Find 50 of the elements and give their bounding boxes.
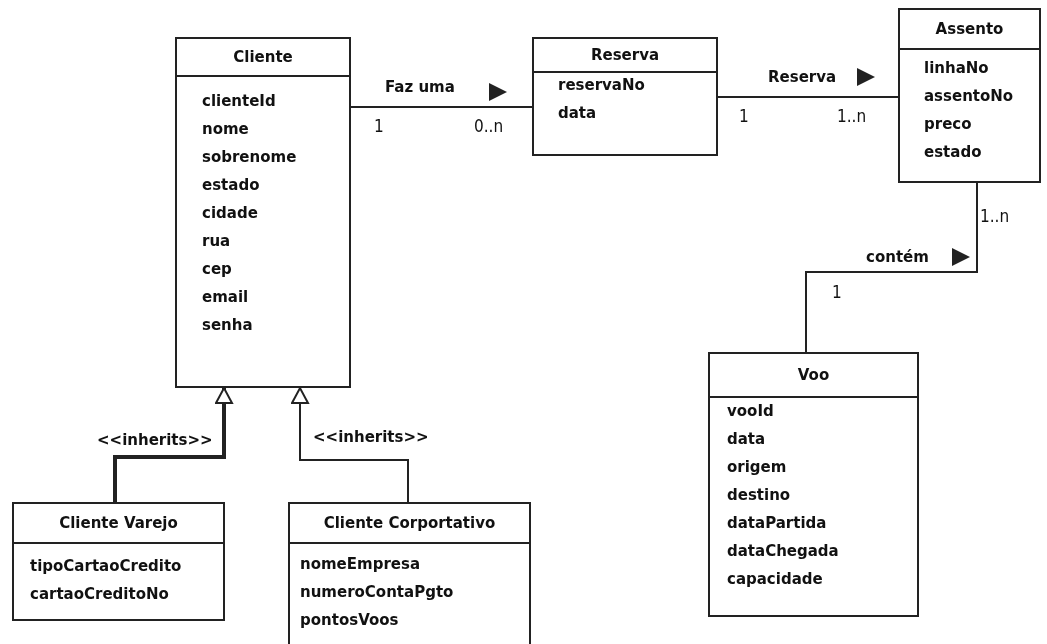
- class-box: [898, 8, 1041, 183]
- attribute: cep: [202, 259, 232, 280]
- class-name: Reserva: [590, 46, 660, 64]
- multiplicity: 1: [374, 116, 384, 136]
- association-line: [350, 106, 533, 108]
- association-line: [805, 182, 978, 353]
- attribute: linhaNo: [924, 58, 989, 79]
- class-box: [708, 352, 919, 617]
- class-box: [288, 502, 531, 644]
- class-name: Voo: [797, 366, 830, 384]
- attribute: data: [727, 429, 766, 450]
- attribute: clienteId: [202, 91, 276, 112]
- class-box: [175, 37, 351, 388]
- attribute: sobrenome: [202, 147, 297, 168]
- class-name: Assento: [935, 20, 1004, 38]
- attribute: nome: [202, 119, 249, 140]
- attribute: preco: [924, 114, 972, 135]
- attribute: estado: [924, 142, 982, 163]
- attribute: dataChegada: [727, 541, 839, 562]
- class-box: [12, 502, 225, 621]
- attribute: tipoCartaoCredito: [30, 556, 182, 577]
- inheritance-arrow: [291, 387, 409, 503]
- attribute: estado: [202, 175, 260, 196]
- attribute: nomeEmpresa: [300, 554, 421, 575]
- attribute: capacidade: [727, 569, 823, 590]
- attribute: numeroContaPgto: [300, 582, 454, 603]
- multiplicity: 1..n: [980, 206, 1010, 226]
- attribute: pontosVoos: [300, 610, 399, 631]
- attribute: data: [558, 103, 597, 124]
- attribute: origem: [727, 457, 787, 478]
- attribute: reservaNo: [558, 75, 645, 96]
- class-box: [532, 37, 718, 156]
- attribute: cartaoCreditoNo: [30, 584, 169, 605]
- attribute: rua: [202, 231, 231, 252]
- attribute: assentoNo: [924, 86, 1014, 107]
- multiplicity: 1: [739, 106, 749, 126]
- attribute: destino: [727, 485, 791, 506]
- multiplicity: 1: [832, 282, 842, 302]
- attribute: senha: [202, 315, 253, 336]
- multiplicity: 0..n: [474, 116, 504, 136]
- association-line: [717, 96, 899, 98]
- multiplicity: 1..n: [837, 106, 867, 126]
- class-name: Cliente: [233, 48, 293, 66]
- class-name: Cliente Varejo: [59, 514, 178, 532]
- attribute: email: [202, 287, 249, 308]
- attribute: vooId: [727, 401, 774, 422]
- inheritance-arrow: [113, 387, 233, 502]
- attribute: cidade: [202, 203, 258, 224]
- class-name: Cliente Corportativo: [323, 514, 496, 532]
- attribute: dataPartida: [727, 513, 827, 534]
